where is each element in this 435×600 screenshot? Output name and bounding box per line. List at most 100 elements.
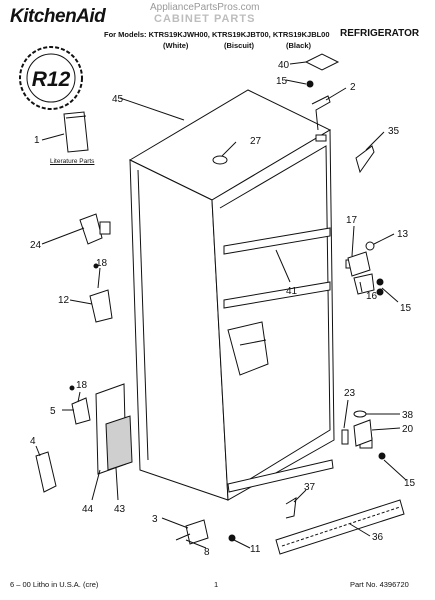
part-1-literature	[63, 111, 89, 153]
leader-15-bottom	[383, 459, 407, 481]
leader-20	[371, 427, 401, 431]
cabinet-side-edge	[137, 169, 149, 461]
part-18-screw-lower	[69, 385, 75, 391]
callout-38: 38	[402, 410, 414, 421]
color-biscuit: (Biscuit)	[224, 41, 254, 50]
upper-rail	[223, 227, 331, 255]
category-label: REFRIGERATOR	[340, 28, 420, 39]
callout-37: 37	[304, 482, 316, 493]
callout-44: 44	[82, 504, 94, 515]
cabinet-interior-shelf	[227, 321, 269, 376]
part-13-washer	[365, 241, 375, 251]
part-20-hinge	[353, 419, 373, 447]
footer-page: 1	[214, 580, 219, 589]
footer-part-no: Part No. 4396720	[350, 580, 409, 589]
leader-11	[233, 539, 251, 549]
callout-8: 8	[204, 547, 210, 558]
part-18-screw-upper	[93, 263, 99, 269]
cabinet-interior-line	[239, 339, 267, 346]
part-15-screw-right-1	[376, 278, 384, 286]
callout-45: 45	[112, 94, 124, 105]
callout-36: 36	[372, 532, 384, 543]
r12-badge-text: R12	[32, 68, 71, 91]
leader-2	[325, 87, 347, 101]
part-15-screw-bottom	[378, 452, 386, 460]
callout-5: 5	[50, 406, 56, 417]
leader-4	[35, 445, 41, 457]
leader-41	[275, 249, 291, 283]
part-24-tab	[99, 221, 111, 235]
cabinet-front-opening	[211, 129, 335, 501]
part-27-plug	[212, 155, 228, 165]
part-16-hinge	[353, 273, 375, 295]
leader-3	[161, 517, 189, 529]
part-11-screw	[228, 534, 236, 542]
callout-3: 3	[152, 514, 158, 525]
literature-label: Literature Parts	[50, 158, 95, 165]
model-white: KTRS19KJWH00,	[148, 30, 210, 39]
leader-18-lower	[77, 391, 81, 403]
part-8-screw	[175, 533, 191, 541]
callout-20: 20	[402, 424, 414, 435]
center-divider-rail	[223, 281, 331, 309]
part-24-bracket	[79, 213, 103, 245]
callout-4: 4	[30, 436, 36, 447]
leader-17	[351, 225, 355, 257]
part-17-bracket	[347, 251, 371, 277]
callout-24: 24	[30, 240, 42, 251]
callout-27: 27	[250, 136, 262, 147]
callout-13: 13	[397, 229, 409, 240]
bottom-rail	[227, 459, 334, 493]
leader-24	[41, 227, 85, 245]
leader-35	[365, 131, 385, 151]
grille-slots	[281, 506, 401, 547]
part-15-screw-right-2	[376, 288, 384, 296]
part-38-washer	[353, 410, 367, 418]
leader-13	[373, 233, 395, 245]
leader-27	[221, 141, 237, 157]
part-3-bracket	[185, 519, 209, 545]
part-5-hinge	[71, 397, 91, 425]
model-black: KTRS19KJBL00	[272, 30, 330, 39]
leader-40	[289, 61, 307, 65]
callout-18-upper: 18	[96, 258, 108, 269]
callout-18-lower: 18	[76, 380, 88, 391]
leader-16	[359, 281, 363, 293]
footer-litho: 6 – 00 Litho in U.S.A. (cre)	[10, 580, 99, 589]
top-hinge-bracket	[315, 134, 327, 142]
part-43-insulation	[105, 415, 133, 471]
callout-12: 12	[58, 295, 70, 306]
leader-12	[69, 299, 93, 305]
leader-43	[115, 467, 119, 501]
part-15-screw-top	[306, 80, 314, 88]
leader-36	[349, 523, 371, 537]
part-35-clip	[355, 145, 375, 174]
callout-41: 41	[286, 286, 298, 297]
brand-logo: KitchenAid	[10, 6, 106, 27]
leader-23	[343, 399, 349, 429]
model-biscuit: KTRS19KJBT00,	[211, 30, 271, 39]
part-4-trim	[35, 451, 57, 493]
part-2-top-hinge	[311, 95, 331, 131]
leader-8	[185, 539, 207, 549]
callout-17: 17	[346, 215, 358, 226]
leader-18-upper	[97, 267, 101, 289]
leader-44	[91, 469, 101, 501]
callout-2: 2	[350, 82, 356, 93]
part-37-clip	[285, 497, 297, 519]
part-40-hinge-cover	[304, 53, 340, 71]
callout-15-right: 15	[400, 303, 412, 314]
section-title: CABINET PARTS	[154, 13, 256, 25]
callout-1: 1	[34, 135, 40, 146]
leader-45	[119, 97, 185, 121]
leader-15-top	[285, 79, 307, 85]
callout-35: 35	[388, 126, 400, 137]
callout-43: 43	[114, 504, 126, 515]
watermark: AppliancePartsPros.com	[150, 2, 260, 13]
callout-16: 16	[366, 291, 378, 302]
leader-1	[41, 133, 65, 141]
leader-37	[293, 489, 307, 503]
callout-11: 11	[250, 544, 261, 555]
r12-badge: R12	[17, 44, 85, 112]
literature-line	[65, 115, 87, 119]
